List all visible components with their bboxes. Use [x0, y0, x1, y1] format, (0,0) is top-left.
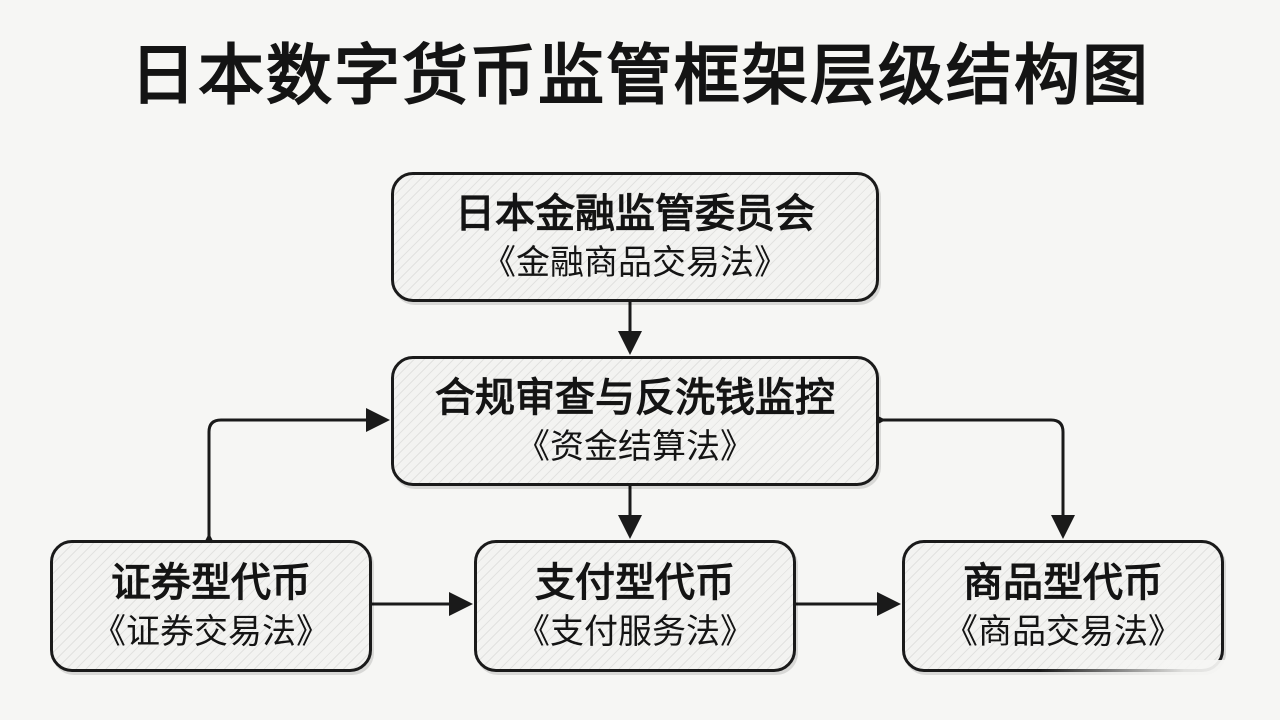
node-security-token: 证券型代币 《证券交易法》 — [50, 540, 372, 672]
node-financial-services-agency: 日本金融监管委员会 《金融商品交易法》 — [391, 172, 879, 302]
node-compliance-aml: 合规审查与反洗钱监控 《资金结算法》 — [391, 356, 879, 486]
node-name: 合规审查与反洗钱监控 — [435, 374, 835, 421]
node-name: 日本金融监管委员会 — [455, 190, 815, 237]
diagram-title: 日本数字货币监管框架层级结构图 — [130, 37, 1150, 114]
node-commodity-token: 商品型代币 《商品交易法》 — [902, 540, 1224, 672]
edge-aml-commodity — [862, 408, 1075, 539]
node-law: 《证券交易法》 — [92, 611, 330, 652]
node-law: 《支付服务法》 — [516, 611, 754, 652]
node-name: 支付型代币 — [535, 559, 735, 606]
node-law: 《资金结算法》 — [516, 426, 754, 467]
node-law: 《商品交易法》 — [944, 611, 1182, 652]
node-name: 商品型代币 — [963, 559, 1163, 606]
edge-aml-securities — [197, 408, 390, 557]
node-payment-token: 支付型代币 《支付服务法》 — [474, 540, 796, 672]
corner-fade — [1040, 660, 1280, 720]
node-law: 《金融商品交易法》 — [482, 242, 788, 283]
node-name: 证券型代币 — [111, 559, 311, 606]
